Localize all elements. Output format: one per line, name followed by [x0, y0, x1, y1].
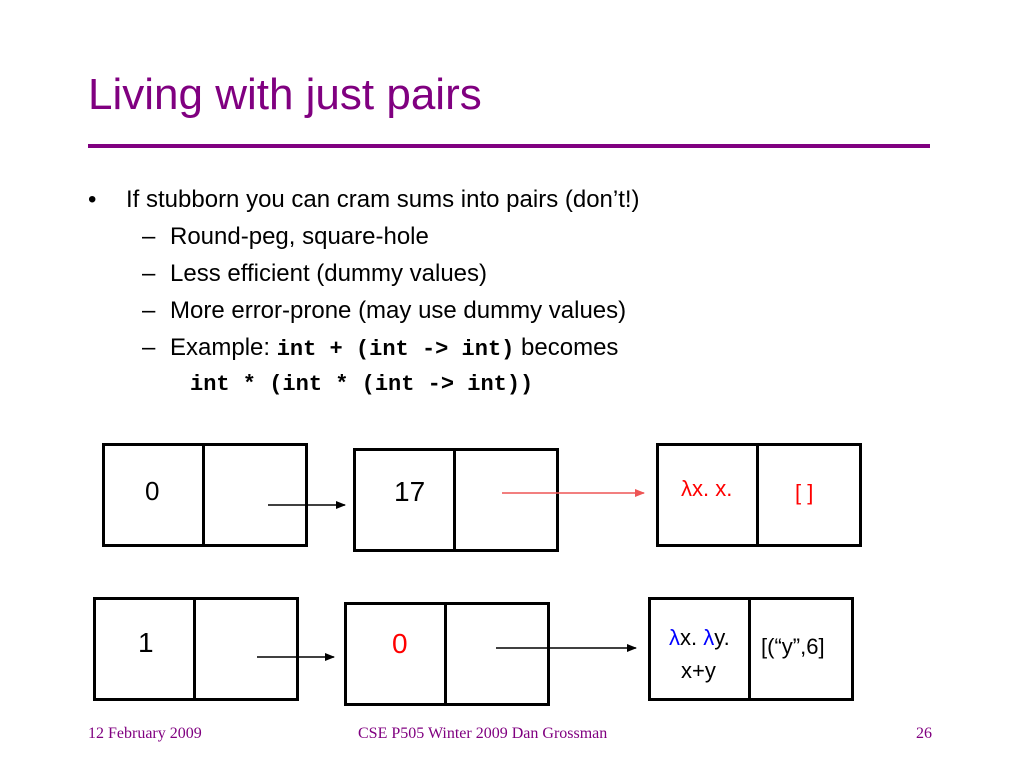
- bullet-text: If stubborn you can cram sums into pairs…: [126, 186, 640, 213]
- pair-cell-left: λx. λy. x+y: [651, 600, 751, 698]
- pair-cell-left: 1: [96, 600, 196, 698]
- cell-lambda-expr: λx. x.: [681, 476, 733, 501]
- example-code: int + (int -> int): [276, 337, 515, 362]
- lambda-var-x: x.: [680, 625, 704, 650]
- pair-cell-right: [(“y”,6]: [751, 600, 851, 698]
- cell-value: 0: [392, 628, 408, 659]
- sub-bullet-text: More error-prone (may use dummy values): [170, 297, 627, 324]
- lambda-symbol: λ: [669, 625, 680, 650]
- pair-cell-left: 0: [347, 605, 447, 703]
- lambda-var-y: y.: [714, 625, 730, 650]
- pair-cell-left: 0: [105, 446, 205, 544]
- sub-bullet-example: Example: int + (int -> int) becomes: [170, 333, 618, 365]
- pair-box-row1-c: λx. x. [ ]: [656, 443, 862, 547]
- lambda-body: x+y: [681, 658, 716, 683]
- footer-page-number: 26: [916, 725, 932, 742]
- cell-list-value: [(“y”,6]: [761, 634, 825, 659]
- dash-marker: –: [142, 297, 156, 324]
- bullet-marker: •: [88, 186, 97, 213]
- cell-value: 17: [394, 476, 426, 507]
- pair-cell-right: [ ]: [759, 446, 859, 544]
- pair-box-row2-b: 0: [344, 602, 550, 706]
- sub-bullet-text: Less efficient (dummy values): [170, 260, 488, 287]
- example-suffix: becomes: [514, 334, 619, 361]
- dash-marker: –: [142, 260, 156, 287]
- cell-empty-list: [ ]: [795, 480, 814, 505]
- pair-cell-left: 17: [356, 451, 456, 549]
- lambda-symbol: λ: [703, 625, 715, 650]
- sub-bullet-text: Round-peg, square-hole: [170, 223, 429, 250]
- code-line: int * (int * (int -> int)): [190, 372, 534, 397]
- pair-box-row2-a: 1: [93, 597, 299, 701]
- cell-value: 1: [138, 627, 154, 658]
- example-prefix: Example:: [170, 334, 277, 361]
- pair-box-row2-c: λx. λy. x+y [(“y”,6]: [648, 597, 854, 701]
- pair-cell-left: λx. x.: [659, 446, 759, 544]
- pair-box-row1-a: 0: [102, 443, 308, 547]
- title-rule: [88, 144, 930, 148]
- pair-box-row1-b: 17: [353, 448, 559, 552]
- footer-course: CSE P505 Winter 2009 Dan Grossman: [358, 725, 608, 742]
- dash-marker: –: [142, 334, 156, 361]
- dash-marker: –: [142, 223, 156, 250]
- cell-value: 0: [145, 476, 160, 506]
- footer-date: 12 February 2009: [88, 725, 202, 742]
- slide-title: Living with just pairs: [88, 70, 482, 119]
- cell-lambda-expr: λx. λy.: [669, 625, 730, 651]
